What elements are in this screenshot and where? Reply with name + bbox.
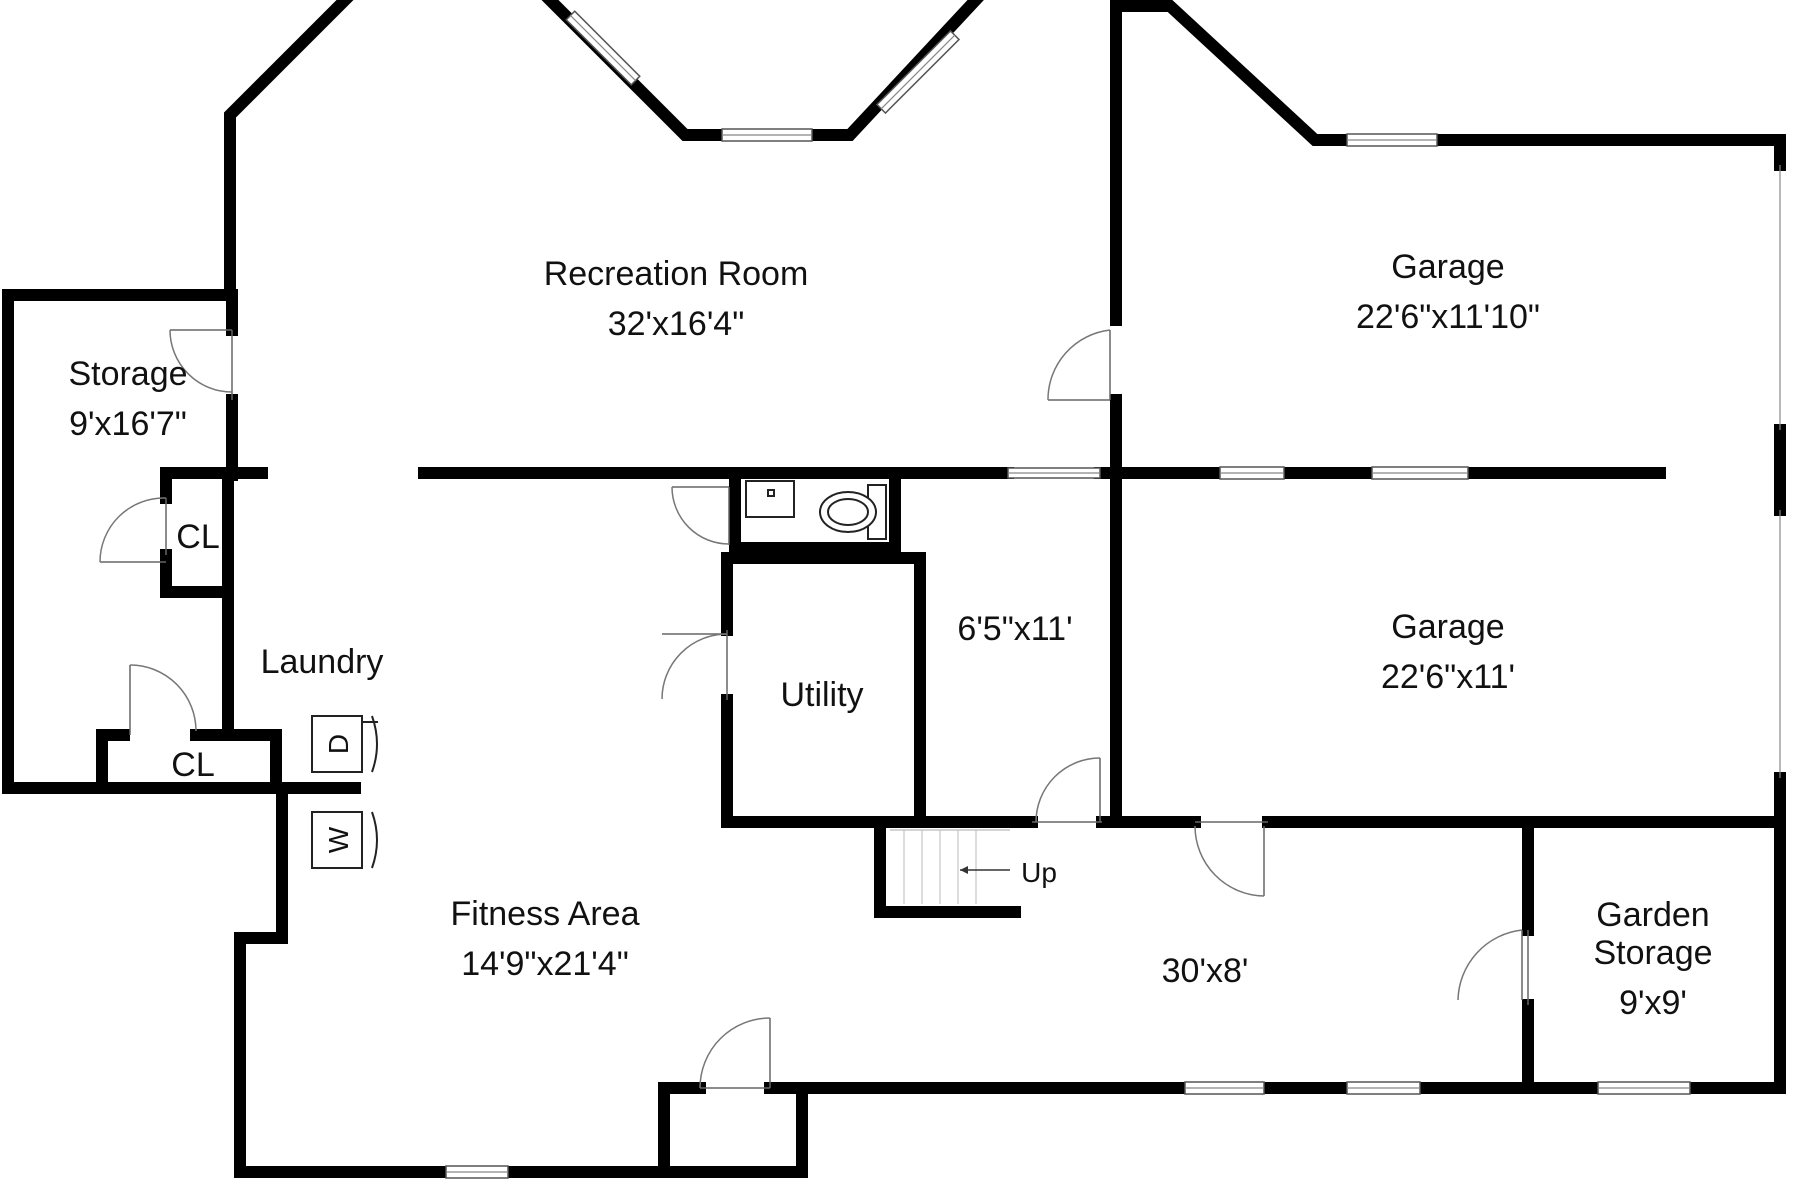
closet-lower-label: CL <box>171 746 214 784</box>
wall-fitness-south <box>502 1082 706 1178</box>
window-garage-divider-2 <box>1371 466 1469 480</box>
fitness-name: Fitness Area <box>451 895 640 933</box>
window-bay-center <box>721 128 813 142</box>
stairs-label: Up <box>1021 857 1057 888</box>
closet-upper-label: CL <box>176 518 219 556</box>
windows <box>445 10 1781 1179</box>
window-corridor-south-1 <box>1184 1081 1265 1095</box>
garden-storage-dims: 9'x9' <box>1619 984 1687 1022</box>
wall-closet-upper <box>160 467 268 504</box>
door-garden-storage[interactable] <box>1457 929 1529 1005</box>
garage-lower-name: Garage <box>1391 608 1504 646</box>
rec-room-name: Recreation Room <box>544 255 809 293</box>
storage-name: Storage <box>68 355 187 393</box>
door-garage-corridor[interactable] <box>1194 821 1268 897</box>
window-bay-left <box>565 10 641 86</box>
laundry-name: Laundry <box>261 643 384 681</box>
door-storage-rec[interactable] <box>169 329 233 400</box>
window-garden-south <box>1597 1081 1691 1095</box>
wall-bay <box>541 0 984 141</box>
door-rec-garage[interactable] <box>1047 329 1111 401</box>
window-corridor-south-2 <box>1346 1081 1421 1095</box>
dryer-icon <box>311 715 378 773</box>
corridor-dims: 30'x8' <box>1162 952 1249 990</box>
wall-closet-lower2 <box>2 729 282 794</box>
window-bay-right <box>875 29 961 115</box>
doors <box>99 329 1529 1089</box>
wall-bath <box>729 467 901 554</box>
fixtures <box>311 480 1010 904</box>
wall-west-north <box>224 0 354 301</box>
sink-icon <box>745 480 795 518</box>
stairs-icon <box>890 829 1010 904</box>
rec-room-dims: 32'x16'4" <box>608 305 745 343</box>
wall-garage-north <box>1110 0 1786 171</box>
garden-storage-name-1: Garden <box>1596 896 1709 934</box>
wall-stairs <box>874 816 1021 918</box>
hall-dims: 6'5"x11' <box>957 610 1072 648</box>
fitness-dims: 14'9"x21'4" <box>461 945 629 983</box>
wall-fitness-west <box>234 782 452 1178</box>
window-rec-south <box>1007 467 1101 479</box>
wall-closet-upper2 <box>160 467 234 598</box>
door-closet-upper[interactable] <box>99 497 167 563</box>
door-bath[interactable] <box>671 486 730 545</box>
storage-dims: 9'x16'7" <box>69 405 187 443</box>
door-fitness-south[interactable] <box>699 1017 771 1089</box>
door-hall[interactable] <box>1032 757 1102 823</box>
window-garage-divider-1 <box>1219 466 1285 480</box>
garden-storage-name-2: Storage <box>1593 934 1712 972</box>
labels: Recreation Room 32'x16'4" Garage 22'6"x1… <box>68 248 1712 1022</box>
wall-closet-lower <box>96 729 130 794</box>
wall-fitness-south2 <box>658 1082 808 1178</box>
window-garage-north <box>1346 133 1438 147</box>
dryer-label: D <box>323 734 354 754</box>
garage-upper-name: Garage <box>1391 248 1504 286</box>
door-utility[interactable] <box>661 630 728 700</box>
washer-icon <box>311 811 378 869</box>
garage-lower-dims: 22'6"x11' <box>1381 658 1515 696</box>
utility-name: Utility <box>780 676 863 714</box>
window-fitness-south <box>445 1165 509 1179</box>
door-closet-lower[interactable] <box>129 664 197 735</box>
garage-upper-dims: 22'6"x11'10" <box>1356 298 1540 336</box>
toilet-icon <box>819 484 887 540</box>
washer-label: W <box>323 826 354 853</box>
